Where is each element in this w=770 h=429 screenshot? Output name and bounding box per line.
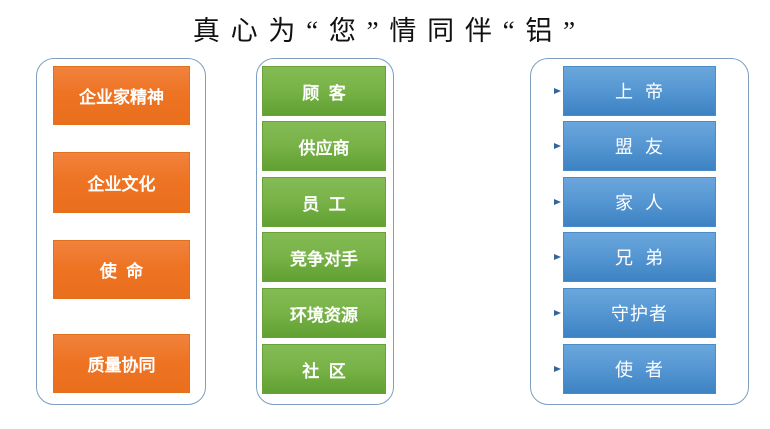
- stakeholder-chip[interactable]: 竞争对手: [262, 232, 386, 282]
- page-title-text: 真 心 为 “ 您 ” 情 同 伴 “ 铝 ”: [192, 15, 578, 46]
- stakeholder-chip[interactable]: 社 区: [262, 344, 386, 394]
- group-container-corporate-values: [36, 58, 206, 405]
- value-chip[interactable]: 质量协同: [53, 334, 190, 393]
- role-chip[interactable]: 上 帝: [563, 66, 716, 116]
- stakeholder-chip[interactable]: 顾 客: [262, 66, 386, 116]
- value-chip[interactable]: 企业文化: [53, 152, 190, 213]
- stakeholder-chip[interactable]: 环境资源: [262, 288, 386, 338]
- group-container-stakeholders: [256, 58, 394, 405]
- value-chip[interactable]: 企业家精神: [53, 66, 190, 125]
- page-title: 真 心 为 “ 您 ” 情 同 伴 “ 铝 ”: [0, 6, 770, 50]
- role-chip[interactable]: 使 者: [563, 344, 716, 394]
- role-chip[interactable]: 守护者: [563, 288, 716, 338]
- stakeholder-chip[interactable]: 供应商: [262, 121, 386, 171]
- value-chip[interactable]: 使 命: [53, 240, 190, 299]
- role-chip[interactable]: 盟 友: [563, 121, 716, 171]
- group-container-relationship-roles: [530, 58, 749, 405]
- stakeholder-chip[interactable]: 员 工: [262, 177, 386, 227]
- role-chip[interactable]: 家 人: [563, 177, 716, 227]
- role-chip[interactable]: 兄 弟: [563, 232, 716, 282]
